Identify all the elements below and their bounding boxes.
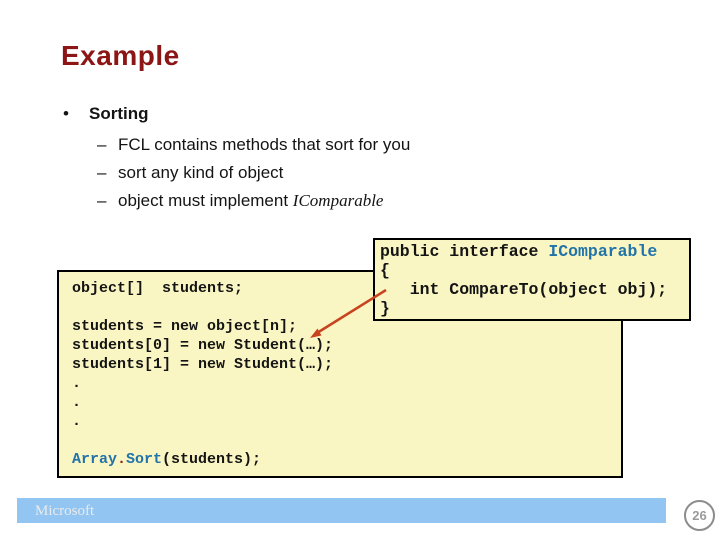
code-line: }: [380, 299, 390, 318]
code-line: {: [380, 261, 390, 280]
footer-bar: Microsoft: [17, 498, 666, 523]
sub-bullet-text: sort any kind of object: [118, 163, 284, 182]
code-line: Array.Sort(students);: [72, 451, 262, 468]
code-box-icomparable-interface: public interface IComparable{ int Compar…: [373, 238, 691, 321]
code-line: students[0] = new Student(…);: [72, 337, 334, 354]
code-line: students[1] = new Student(…);: [72, 356, 334, 373]
bullet-dot-icon: •: [63, 104, 69, 123]
sub-bullet-text: FCL contains methods that sort for you: [118, 135, 411, 154]
code-line: students = new object[n];: [72, 318, 298, 335]
code-line: public interface IComparable: [380, 242, 658, 261]
page-number: 26: [692, 508, 707, 523]
bullet-l1-label: Sorting: [89, 104, 149, 123]
code-line: int CompareTo(object obj);: [380, 280, 668, 299]
sub-bullet-fcl: –FCL contains methods that sort for you: [97, 134, 410, 156]
sub-bullet-text: object must implement: [118, 191, 293, 210]
dash-icon: –: [97, 163, 107, 182]
dash-icon: –: [97, 135, 107, 154]
slide-title: Example: [61, 40, 180, 71]
brand-text: Microsoft: [35, 503, 95, 519]
code-line: .: [72, 394, 82, 411]
dash-icon: –: [97, 191, 107, 210]
icomparable-term: IComparable: [292, 191, 384, 210]
code-line: [72, 431, 621, 450]
code-line: .: [72, 413, 82, 430]
sub-bullet-sort-any: –sort any kind of object: [97, 162, 283, 184]
code-line: object[] students;: [72, 280, 244, 297]
code-line: .: [72, 375, 82, 392]
sub-bullet-icomparable: –object must implement IComparable: [97, 190, 383, 212]
page-number-badge: 26: [684, 500, 715, 531]
bullet-item-sorting: • Sorting: [63, 103, 149, 125]
